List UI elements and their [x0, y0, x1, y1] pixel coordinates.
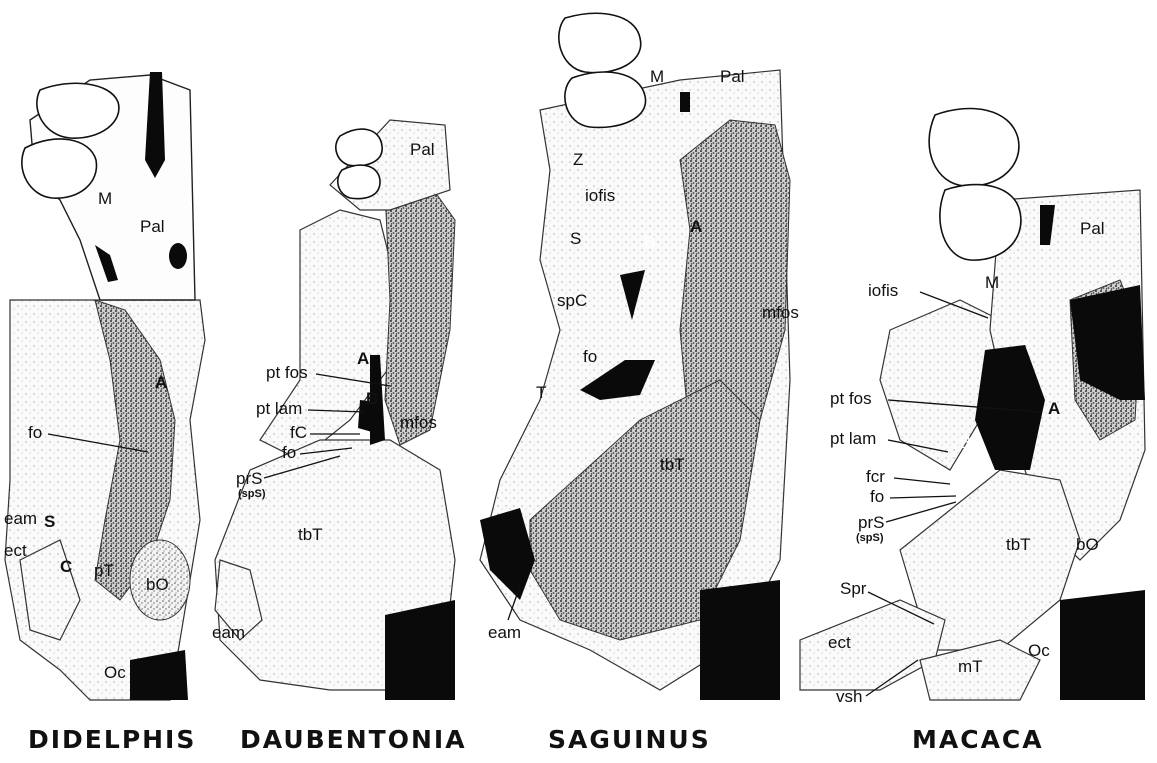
- caption-didelphis: DIDELPHIS: [28, 725, 196, 754]
- label-iofis: iofis: [585, 186, 615, 205]
- label-mfos: mfos: [400, 413, 437, 432]
- label-fo: fo: [870, 487, 884, 506]
- label-Pal: Pal: [410, 140, 435, 159]
- tooth-crown: [338, 165, 380, 199]
- label-pT: pT: [94, 561, 114, 580]
- panel-didelphis: M Pal A fo eam S ect C pT bO Oc: [4, 72, 205, 700]
- label-ect: ect: [828, 633, 851, 652]
- caption-saguinus: SAGUINUS: [548, 725, 711, 754]
- label-bO: bO: [1076, 535, 1099, 554]
- label-B: B: [366, 389, 378, 408]
- label-fcr: fcr: [866, 467, 885, 486]
- label-pt-fos: pt fos: [266, 363, 308, 382]
- label-pt-lam: pt lam: [256, 399, 302, 418]
- label-vsh: vsh: [836, 687, 862, 706]
- label-eam: eam: [4, 509, 37, 528]
- label-A: A: [1048, 399, 1060, 418]
- label-B: B: [960, 433, 971, 452]
- label-Z: Z: [573, 150, 583, 169]
- label-pt-lam: pt lam: [830, 429, 876, 448]
- tooth-crown: [559, 13, 641, 72]
- label-prS: prS: [236, 469, 262, 488]
- label-tbT: tbT: [1006, 535, 1031, 554]
- label-fo: fo: [583, 347, 597, 366]
- label-pt-fos: pt fos: [830, 389, 872, 408]
- label-S: S: [570, 229, 581, 248]
- label-mfos: mfos: [762, 303, 799, 322]
- label-iofis: iofis: [868, 281, 898, 300]
- tooth-crown: [565, 72, 646, 127]
- label-spC: spC: [557, 291, 587, 310]
- label-eam: eam: [488, 623, 521, 642]
- label-ect: ect: [4, 541, 27, 560]
- panel-daubentonia: Pal A pt fos B pt lam fC mfos fo prS (sp…: [212, 120, 455, 700]
- tooth-crown: [22, 139, 97, 198]
- label-tbT: tbT: [660, 455, 685, 474]
- label-C: C: [60, 557, 72, 576]
- label-A: A: [155, 373, 167, 392]
- label-Pal: Pal: [720, 67, 745, 86]
- label-tbT: tbT: [298, 525, 323, 544]
- label-M: M: [98, 189, 112, 208]
- label-Pal: Pal: [1080, 219, 1105, 238]
- label-Oc: Oc: [1028, 641, 1050, 660]
- label-Spr: Spr: [840, 579, 867, 598]
- tooth-crown: [336, 129, 382, 166]
- label-T: T: [536, 383, 546, 402]
- tooth-crown: [929, 109, 1019, 187]
- label-eam: eam: [212, 623, 245, 642]
- label-A: A: [690, 217, 702, 236]
- label-spS: (spS): [856, 532, 884, 544]
- label-Oc: Oc: [104, 663, 126, 682]
- label-B: B: [644, 233, 655, 252]
- label-A: A: [357, 349, 369, 368]
- label-spS: (spS): [238, 488, 266, 500]
- label-S: S: [44, 512, 55, 531]
- label-mT: mT: [958, 657, 983, 676]
- panel-saguinus: M Pal Z iofis S B A spC mfos fo T tbT ea…: [480, 13, 799, 700]
- label-prS: prS: [858, 513, 884, 532]
- label-fo: fo: [282, 443, 296, 462]
- label-M: M: [650, 67, 664, 86]
- caption-daubentonia: DAUBENTONIA: [240, 725, 467, 754]
- label-bO: bO: [146, 575, 169, 594]
- label-fo: fo: [28, 423, 42, 442]
- label-Pal: Pal: [140, 217, 165, 236]
- label-M: M: [985, 273, 999, 292]
- label-fC: fC: [290, 423, 307, 442]
- caption-macaca: MACACA: [912, 725, 1044, 754]
- panel-macaca: Pal M iofis pt fos A pt lam B fcr fo prS…: [800, 109, 1145, 706]
